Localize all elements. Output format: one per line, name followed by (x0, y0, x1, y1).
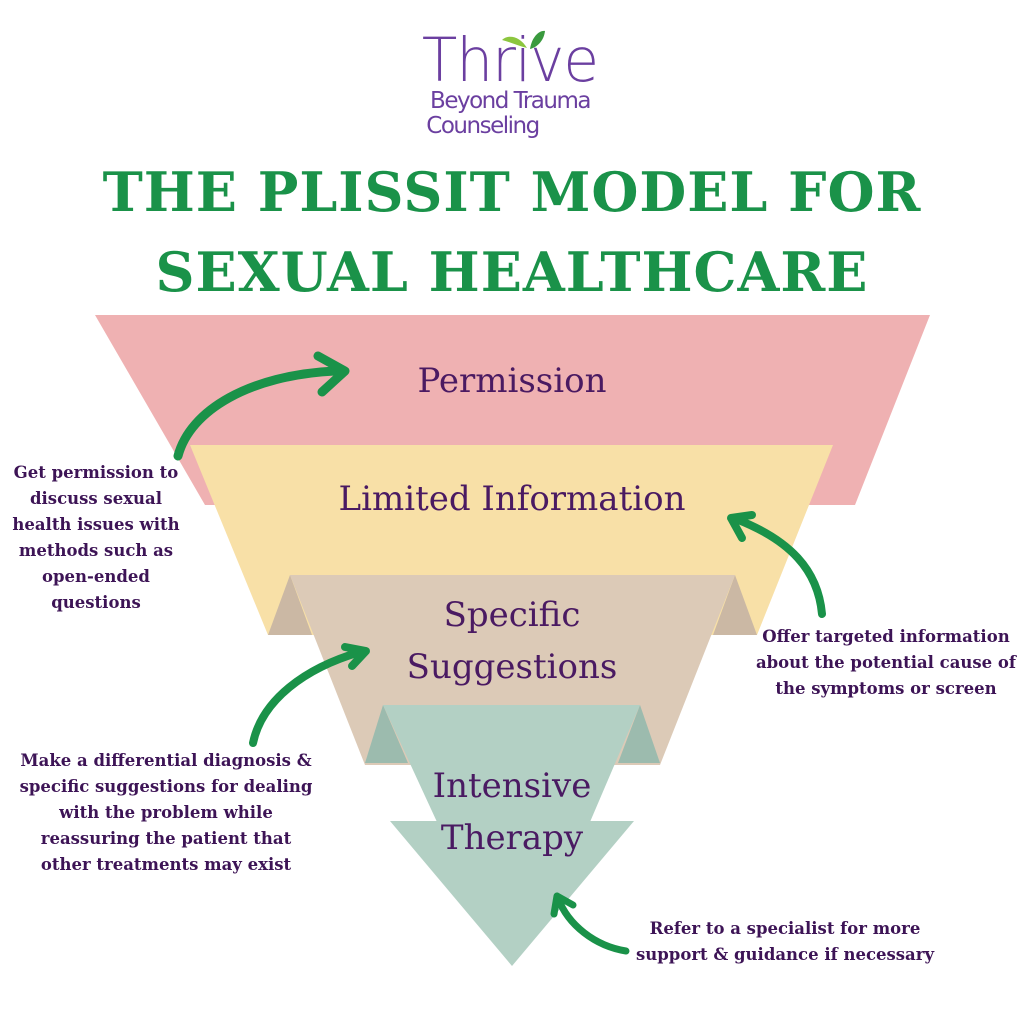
note-line: specific suggestions for dealing (19, 777, 313, 796)
arrow-limited-information-head (727, 511, 756, 542)
note-line: Make a differential diagnosis & (20, 751, 312, 770)
arrow-intensive-therapy (550, 892, 630, 955)
tier-label-line: Suggestions (406, 647, 618, 687)
note-permission: Get permission to discuss sexual health … (0, 460, 192, 616)
tier-label-specific-suggestions: Specific Suggestions (312, 589, 712, 693)
note-line: discuss sexual (29, 489, 163, 508)
note-line: support & guidance if necessary (635, 945, 935, 964)
tier-label-line: Specific (443, 595, 581, 635)
tier-specific-suggestions-fold-left (268, 575, 312, 635)
tier-label-limited-information: Limited Information (262, 473, 762, 525)
tier-intensive-therapy-fold-left (365, 705, 408, 763)
note-line: Get permission to (13, 463, 179, 482)
note-line: reassuring the patient that (40, 829, 292, 848)
tier-label-intensive-therapy: Intensive Therapy (362, 760, 662, 864)
tier-label-line: Permission (417, 361, 607, 401)
arrow-permission-head (313, 351, 350, 397)
note-line: Refer to a specialist for more (649, 919, 921, 938)
logo-wordmark: Thrive (421, 24, 599, 96)
note-line: about the potential cause of (755, 653, 1017, 672)
note-line: the symptoms or screen (775, 679, 997, 698)
tier-label-line: Intensive (432, 766, 592, 806)
arrow-specific-suggestions-head (341, 643, 370, 670)
arrow-limited-information-shaft (732, 515, 826, 618)
note-line: with the problem while (59, 803, 273, 822)
tier-intensive-therapy-fold-right (618, 705, 660, 763)
tier-label-permission: Permission (312, 355, 712, 407)
arrow-specific-suggestions (249, 643, 370, 747)
note-line: methods such as (18, 541, 174, 560)
arrow-specific-suggestions-shaft (249, 648, 364, 747)
arrow-limited-information (727, 511, 826, 618)
tier-specific-suggestions-fold-right (713, 575, 757, 635)
note-line: open-ended (42, 567, 150, 586)
note-specific-suggestions: Make a differential diagnosis & specific… (2, 748, 330, 878)
tier-intensive-therapy-band (383, 705, 640, 822)
arrow-permission (173, 351, 350, 461)
page-title-line1: THE PLISSIT MODEL FOR (102, 160, 922, 224)
tier-label-line: Limited Information (338, 479, 686, 519)
leaf-icon (502, 30, 545, 49)
note-line: other treatments may exist (40, 855, 292, 874)
arrow-intensive-therapy-shaft (554, 894, 630, 955)
note-line: questions (51, 593, 141, 612)
tier-intensive-therapy-triangle (390, 821, 634, 966)
note-line: health issues with (12, 515, 180, 534)
logo-subtitle-line2: Counseling (426, 113, 540, 139)
page-title-line2: SEXUAL HEALTHCARE (155, 240, 869, 304)
note-limited-information: Offer targeted information about the pot… (744, 624, 1024, 702)
note-intensive-therapy: Refer to a specialist for more support &… (620, 916, 950, 968)
logo-subtitle-line1: Beyond Trauma (430, 88, 591, 114)
arrow-intensive-therapy-head (550, 892, 577, 918)
note-line: Offer targeted information (762, 627, 1010, 646)
tier-label-line: Therapy (440, 818, 584, 858)
arrow-permission-shaft (173, 366, 340, 461)
